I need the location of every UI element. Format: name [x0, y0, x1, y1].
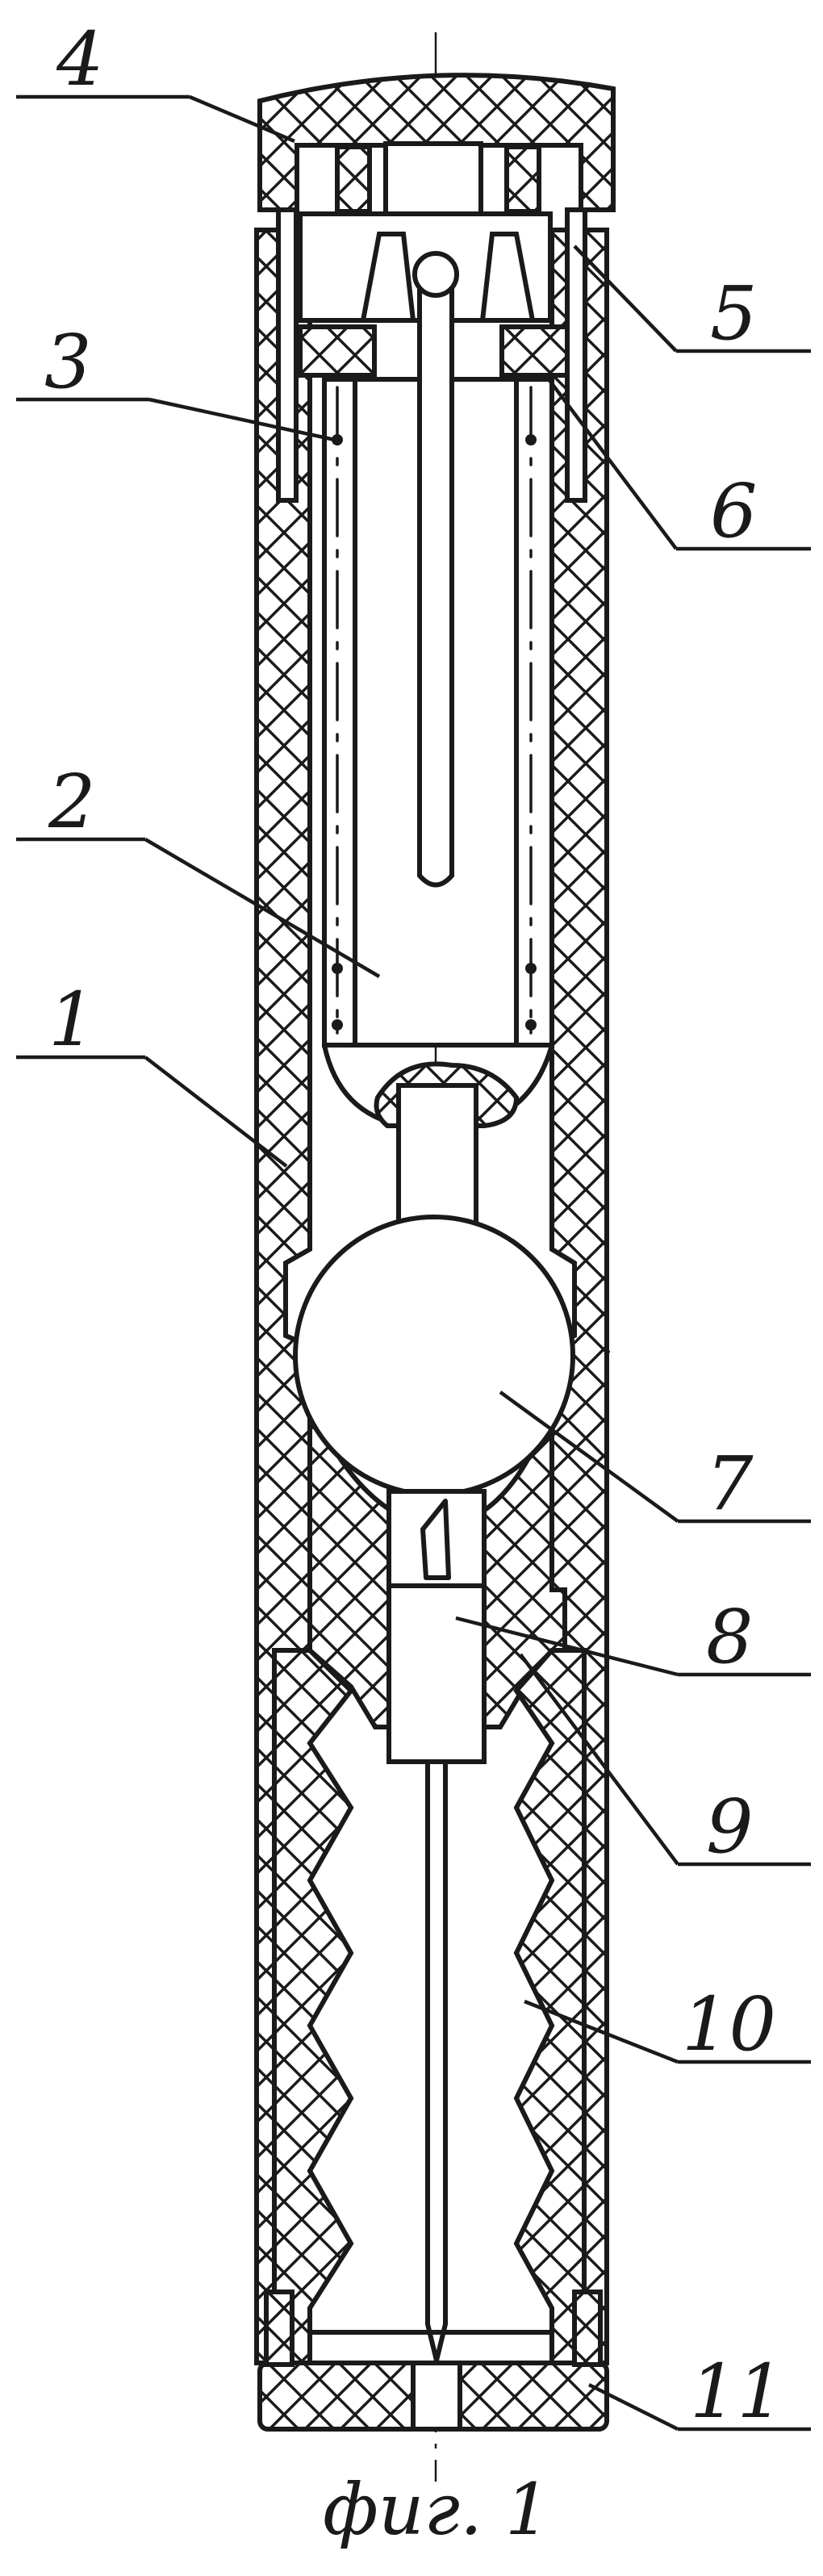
needle-holder-8	[389, 1491, 484, 1762]
needle	[428, 1762, 445, 2361]
label-10: 10	[682, 1981, 776, 2068]
figure-caption: фиг. 1	[323, 2468, 550, 2551]
label-8: 8	[706, 1594, 754, 1680]
ball-7	[295, 1217, 573, 1495]
label-3: 3	[44, 319, 92, 405]
label-1: 1	[48, 976, 96, 1063]
label-9: 9	[706, 1784, 754, 1870]
central-rod	[415, 253, 457, 885]
label-11: 11	[690, 2348, 784, 2435]
label-4: 4	[56, 16, 104, 102]
cap-4	[260, 75, 613, 216]
label-6: 6	[710, 468, 758, 554]
label-7: 7	[706, 1441, 754, 1527]
plunger-stem	[377, 1064, 517, 1235]
label-2: 2	[48, 759, 96, 845]
label-5: 5	[710, 270, 758, 357]
